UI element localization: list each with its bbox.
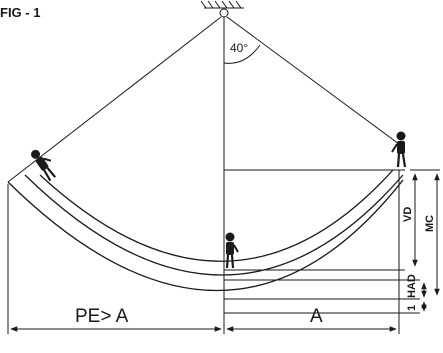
one-label: 1 [406,305,418,311]
figure-label: FIG - 1 [0,5,40,20]
swing-arcs [7,169,404,291]
right-swing-line [226,16,400,145]
worker-figure-icon [391,131,407,168]
left-swing-line [7,16,222,183]
vd-label: VD [402,207,414,222]
mc-label: MC [424,215,436,232]
reference-lines [224,169,440,314]
angle-arc [223,44,261,64]
anchor-hatch-icon [200,0,244,18]
worker-figure-icon [225,232,239,269]
worker-figure-icon [31,149,57,182]
pe-a-label: PE> A [75,306,129,327]
had-label: HAD [406,274,418,298]
a-label: A [310,306,323,327]
angle-label: 40° [230,41,248,55]
